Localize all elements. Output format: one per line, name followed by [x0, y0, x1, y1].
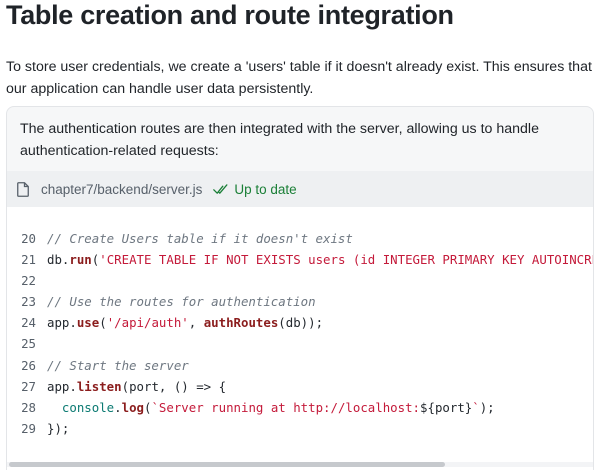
line-content [36, 270, 47, 291]
code-token: ` [472, 399, 480, 415]
line-number: 28 [21, 399, 36, 415]
scrollbar-thumb[interactable] [9, 462, 445, 467]
code-token: db. [47, 252, 70, 268]
line-content: db.run('CREATE TABLE IF NOT EXISTS users… [36, 249, 593, 270]
line-number: 20 [21, 231, 36, 246]
code-line: 23 // Use the routes for authentication [7, 291, 593, 312]
code-token: listen [76, 378, 122, 394]
code-token: ); [479, 399, 495, 415]
code-token: '/api/auth' [106, 315, 189, 331]
intro-paragraph: To store user credentials, we create a '… [6, 59, 592, 97]
line-number: 26 [21, 357, 36, 373]
code-lines: 20 // Create Users table if it doesn't ex… [7, 228, 593, 439]
code-card: The authentication routes are then integ… [6, 106, 594, 470]
code-line: 22 [7, 270, 593, 291]
line-content: app.use('/api/auth', authRoutes(db)); [36, 312, 323, 333]
code-token: }); [47, 420, 70, 436]
check-icon [213, 183, 228, 194]
line-content [36, 333, 47, 354]
code-token: // Start the server [47, 357, 189, 373]
file-header: chapter7/backend/server.js Up to date [7, 171, 593, 207]
code-token: console [61, 399, 115, 415]
line-number: 25 [21, 336, 36, 352]
code-token: `Server running at http://localhost: [151, 399, 421, 415]
line-content: // Start the server [36, 355, 189, 376]
code-token: ( [91, 252, 100, 268]
code-line: 25 [7, 333, 593, 354]
line-content: app.listen(port, () => { [36, 376, 226, 397]
code-token: log [121, 399, 144, 415]
page-title: Table creation and route integration [6, 0, 454, 30]
code-token: (port, () => { [121, 378, 227, 394]
code-line: 28 console.log(`Server running at http:/… [7, 397, 593, 418]
line-number: 24 [21, 315, 36, 331]
line-content: }); [36, 418, 69, 439]
card-description: The authentication routes are then integ… [20, 121, 539, 159]
line-content: // Use the routes for authentication [36, 291, 316, 312]
line-content: console.log(`Server running at http://lo… [36, 397, 495, 418]
file-icon [17, 181, 29, 197]
line-number: 22 [21, 273, 36, 289]
line-number: 21 [21, 252, 36, 268]
code-token: run [69, 252, 92, 268]
code-line: 20 // Create Users table if it doesn't ex… [7, 228, 593, 249]
code-token: app. [47, 378, 77, 394]
code-token: ( [99, 315, 107, 331]
code-block[interactable]: 20 // Create Users table if it doesn't ex… [7, 207, 593, 470]
code-token: , [188, 315, 204, 331]
line-number: 23 [21, 294, 36, 310]
code-token: 'CREATE TABLE IF NOT EXISTS users (id IN… [99, 252, 593, 268]
code-token: authRoutes [203, 315, 279, 331]
code-token: ${port} [420, 399, 473, 415]
line-content: // Create Users table if it doesn't exis… [36, 228, 353, 249]
line-number: 27 [21, 378, 36, 394]
code-token: // Use the routes for authentication [47, 294, 316, 310]
line-number: 29 [21, 420, 36, 436]
code-token: // Create Users table if it doesn't exis… [47, 231, 353, 246]
code-token: use [76, 315, 100, 331]
status-badge: Up to date [234, 181, 297, 197]
code-token: (db)); [278, 315, 324, 331]
horizontal-scrollbar[interactable] [7, 462, 593, 467]
file-path[interactable]: chapter7/backend/server.js [41, 181, 203, 197]
code-token: app. [47, 315, 77, 331]
code-token: . [114, 399, 122, 415]
code-token: ( [144, 399, 152, 415]
code-token [47, 400, 62, 415]
code-line: 26 // Start the server [7, 355, 593, 376]
code-line: 29}); [7, 418, 593, 439]
